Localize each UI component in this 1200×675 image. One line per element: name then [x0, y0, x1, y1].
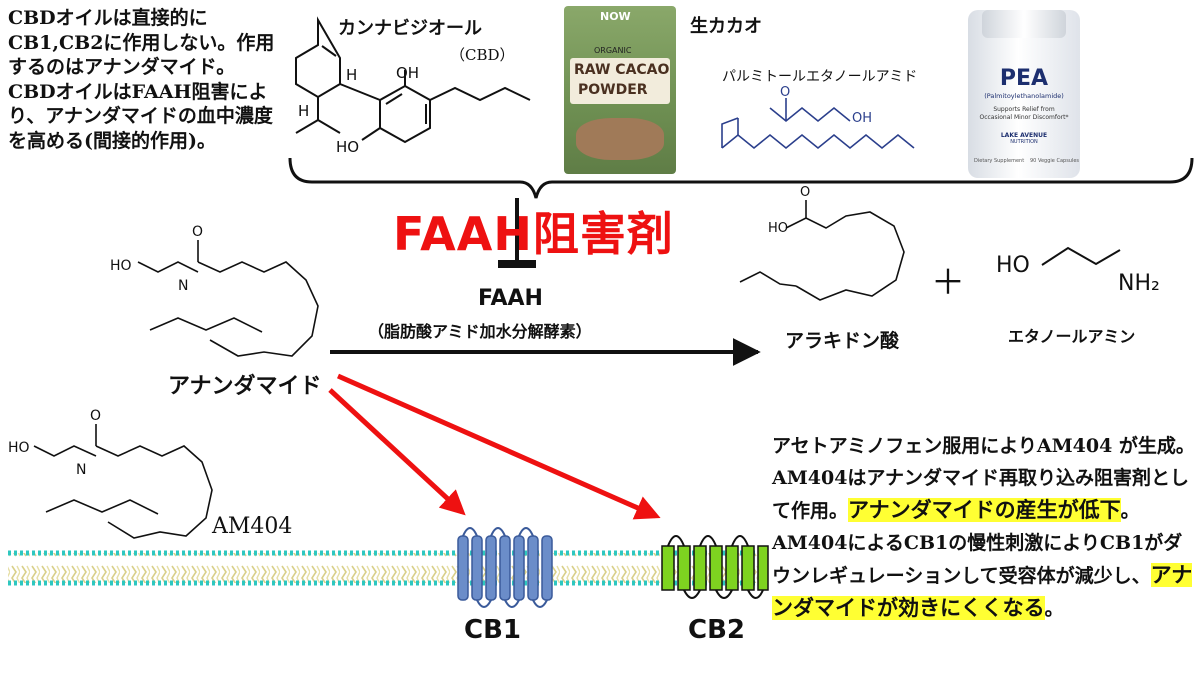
pea-bottle-brand: LAKE AVENUE	[1000, 132, 1048, 139]
plus-sign: ＋	[931, 263, 965, 303]
ana-ho-label: HO	[110, 258, 132, 274]
aa-ho-label: HO	[768, 221, 788, 236]
am404-o-label: O	[90, 408, 101, 424]
pea-bottle-title: PEA	[999, 66, 1049, 91]
anandamide-molecule	[137, 240, 319, 357]
cacao-powder-image	[576, 118, 664, 160]
ethanolamine-ho-label: HO	[996, 253, 1030, 278]
cacao-title-2: POWDER	[578, 82, 648, 98]
cb2-label: CB2	[688, 615, 745, 645]
cell-membrane	[8, 550, 768, 586]
explanation-text: アセトアミノフェン服用によりAM404 が生成。AM404はアナンダマイド再取り…	[772, 430, 1196, 625]
cacao-brand: NOW	[600, 10, 631, 23]
explanation-part-2: 。AM404によるCB1の慢性刺激によりCB1がダウンレギュレーションして受容体…	[772, 500, 1183, 587]
arrow-to-cb2	[336, 373, 661, 520]
inhibition-bar	[498, 260, 536, 268]
ana-o-label: O	[192, 224, 203, 240]
cacao-label: 生カカオ	[690, 16, 762, 37]
ethanolamine-label: エタノールアミン	[1008, 327, 1136, 346]
pea-bottle-image: PEA (Palmitoylethanolamide) Supports Rel…	[968, 10, 1080, 178]
pea-bottle-subtitle: (Palmitoylethanolamide)	[984, 92, 1064, 100]
cbd-oh-label: OH	[396, 64, 419, 82]
pea-molecule	[721, 98, 915, 150]
pea-label: パルミトールエタノールアミド	[722, 69, 918, 85]
cb1-label: CB1	[464, 615, 521, 645]
bracket	[288, 157, 1194, 199]
am404-label: AM404	[212, 514, 293, 539]
aa-o-label: O	[800, 185, 810, 200]
cb1-receptor	[457, 527, 553, 608]
pea-o-label: O	[780, 85, 790, 100]
faah-enzyme-sublabel: （脂肪酸アミド加水分解酵素）	[368, 322, 592, 341]
ethanolamine-nh2-label: NH₂	[1118, 271, 1160, 296]
cbd-sublabel: （CBD）	[450, 46, 515, 64]
arachidonic-acid-molecule	[739, 200, 905, 301]
anandamide-label: アナンダマイド	[168, 373, 322, 399]
cbd-h-label-2: H	[298, 102, 309, 120]
intro-text: CBDオイルは直接的にCB1,CB2に作用しない。作用するのはアナンダマイド。C…	[8, 7, 275, 152]
cb2-receptor	[661, 535, 769, 599]
pea-bottle-foot-left: Dietary Supplement	[974, 158, 1025, 164]
arachidonic-acid-label: アラキドン酸	[785, 330, 900, 352]
explanation-part-3: 。	[1044, 598, 1064, 620]
cbd-ho-label: HO	[336, 138, 359, 156]
arrow-to-cb1	[328, 388, 466, 516]
cacao-powder-bag-image: NOW ORGANIC RAW CACAO POWDER	[564, 6, 676, 174]
faah-enzyme-label: FAAH	[478, 286, 543, 311]
bottle-cap	[982, 10, 1066, 38]
highlight-production-decrease: アナンダマイドの産生が低下	[848, 498, 1121, 522]
pea-bottle-brand-sub: NUTRITION	[1010, 139, 1038, 145]
cbd-label: カンナビジオール	[338, 18, 482, 39]
ana-n-label: N	[178, 278, 188, 294]
ethanolamine-molecule	[1041, 246, 1121, 266]
cbd-molecule	[295, 16, 531, 144]
cacao-label-panel: RAW CACAO POWDER	[570, 58, 670, 104]
pea-bottle-foot-right: 90 Veggie Capsules	[1030, 158, 1080, 164]
cbd-h-label: H	[346, 66, 357, 84]
am404-molecule	[33, 424, 213, 539]
am404-ho-label: HO	[8, 440, 30, 456]
cacao-organic: ORGANIC	[594, 46, 632, 55]
pea-bottle-desc-1: Supports Relief from	[993, 106, 1055, 113]
pea-oh-label: OH	[852, 111, 872, 126]
faah-inhibitor-title: FAAH阻害剤	[393, 207, 674, 261]
explanation-part-1: アセトアミノフェン服用によりAM404 が生成。AM404はアナンダマイド再取り…	[772, 435, 1195, 522]
am404-n-label: N	[76, 462, 86, 478]
cacao-title-1: RAW CACAO	[574, 62, 670, 78]
pea-bottle-desc-2: Occasional Minor Discomfort*	[979, 114, 1069, 121]
